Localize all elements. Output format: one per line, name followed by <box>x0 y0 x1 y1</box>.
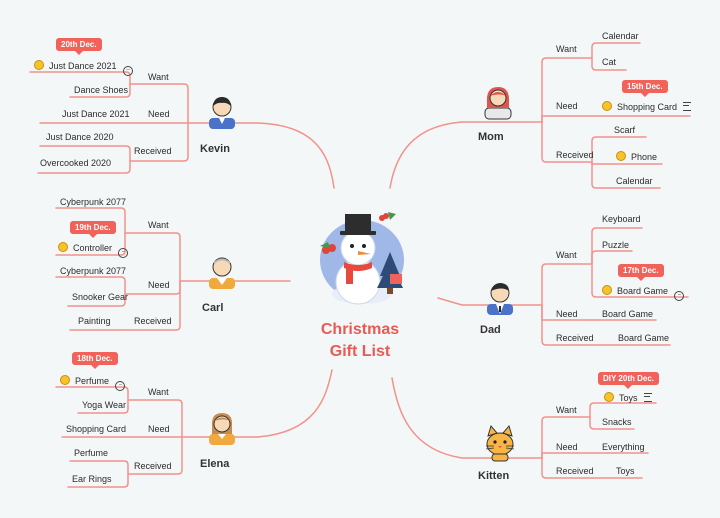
elena-need-label[interactable]: Need <box>148 424 170 434</box>
more-options-icon[interactable]: ··· <box>122 66 133 76</box>
list-item[interactable]: Ear Rings <box>72 474 112 484</box>
list-item[interactable]: Board Game <box>618 333 670 343</box>
mom-need-label[interactable]: Need <box>556 101 578 111</box>
list-item[interactable]: Yoga Wear <box>82 400 127 410</box>
person-name-dad[interactable]: Dad <box>480 324 501 336</box>
carl-need-label[interactable]: Need <box>148 280 170 290</box>
kevin-need-label[interactable]: Need <box>148 109 170 119</box>
list-item[interactable]: Just Dance 2021 <box>62 109 130 119</box>
list-item[interactable]: Shopping Card <box>602 101 692 113</box>
list-item[interactable]: Perfume <box>74 448 109 458</box>
avatar-icon <box>484 87 512 120</box>
list-item[interactable]: Cyberpunk 2077 <box>60 197 127 207</box>
list-item[interactable]: Cat <box>602 57 617 67</box>
mom-received-label[interactable]: Received <box>556 150 594 160</box>
list-item[interactable]: Everything <box>602 442 645 452</box>
list-item[interactable]: Painting <box>78 316 111 326</box>
carl-want-label[interactable]: Want <box>148 220 169 230</box>
person-name-elena[interactable]: Elena <box>200 458 230 470</box>
cat-icon <box>485 424 515 462</box>
elena-want-label[interactable]: Want <box>148 387 169 397</box>
person-name-kitten[interactable]: Kitten <box>478 470 510 482</box>
notes-icon[interactable] <box>683 102 692 111</box>
avatar-icon <box>209 97 235 129</box>
kevin-date-tag: 20th Dec. <box>56 38 102 55</box>
list-item[interactable]: Scarf <box>614 125 636 135</box>
map-title-line-1: Christmas <box>320 321 400 338</box>
list-item[interactable]: Calendar <box>616 176 653 186</box>
dad-want-label[interactable]: Want <box>556 250 577 260</box>
list-item[interactable]: Toys <box>604 392 652 404</box>
dad-date-tag: 17th Dec. <box>618 264 664 281</box>
map-title-line-2: Gift List <box>329 343 391 360</box>
kitten-date-tag: DIY 20th Dec. <box>598 372 659 389</box>
kitten-need-label[interactable]: Need <box>556 442 578 452</box>
list-item[interactable]: Snooker Gear <box>72 292 129 302</box>
carl-received-label[interactable]: Received <box>134 316 172 326</box>
emoji-icon <box>58 242 68 252</box>
person-name-mom[interactable]: Mom <box>478 131 504 143</box>
mom-want-label[interactable]: Want <box>556 44 577 54</box>
list-item[interactable]: Puzzle <box>602 240 630 250</box>
snowman-icon <box>320 212 404 305</box>
list-item[interactable]: Toys <box>616 466 635 476</box>
elena-received-label[interactable]: Received <box>134 461 172 471</box>
notes-icon[interactable] <box>643 393 652 402</box>
emoji-icon <box>60 375 70 385</box>
person-name-carl[interactable]: Carl <box>202 302 224 314</box>
list-item[interactable]: Calendar <box>602 31 639 41</box>
emoji-icon <box>34 60 44 70</box>
person-name-kevin[interactable]: Kevin <box>200 143 230 155</box>
elena-date-tag: 18th Dec. <box>72 352 118 369</box>
list-item[interactable]: Overcooked 2020 <box>40 158 112 168</box>
more-options-icon[interactable]: ··· <box>118 248 129 258</box>
list-item[interactable]: Just Dance 2020 <box>46 132 114 142</box>
kevin-received-label[interactable]: Received <box>134 146 172 156</box>
list-item[interactable]: Perfume··· <box>60 375 126 391</box>
avatar-icon <box>487 283 513 315</box>
kitten-received-label[interactable]: Received <box>556 466 594 476</box>
list-item[interactable]: Cyberpunk 2077 <box>60 266 127 276</box>
emoji-icon <box>616 151 626 161</box>
emoji-icon <box>602 101 612 111</box>
list-item[interactable]: Shopping Card <box>66 424 127 434</box>
list-item[interactable]: Just Dance 2021··· <box>34 60 133 76</box>
avatar-icon <box>209 257 235 289</box>
list-item[interactable]: Dance Shoes <box>74 85 129 95</box>
kevin-want-label[interactable]: Want <box>148 72 169 82</box>
emoji-icon <box>602 285 612 295</box>
dad-received-label[interactable]: Received <box>556 333 594 343</box>
list-item[interactable]: Board Game <box>602 309 654 319</box>
emoji-icon <box>604 392 614 402</box>
avatar-icon <box>209 413 235 445</box>
list-item[interactable]: Controller··· <box>58 242 129 258</box>
mom-date-tag: 15th Dec. <box>622 80 668 97</box>
more-options-icon[interactable]: ··· <box>115 381 126 391</box>
more-options-icon[interactable]: ··· <box>674 291 685 301</box>
list-item[interactable]: Phone <box>616 151 657 163</box>
list-item[interactable]: Board Game··· <box>602 285 685 301</box>
kitten-want-label[interactable]: Want <box>556 405 577 415</box>
dad-need-label[interactable]: Need <box>556 309 578 319</box>
list-item[interactable]: Snacks <box>602 417 632 427</box>
list-item[interactable]: Keyboard <box>602 214 641 224</box>
carl-date-tag: 19th Dec. <box>70 221 116 238</box>
